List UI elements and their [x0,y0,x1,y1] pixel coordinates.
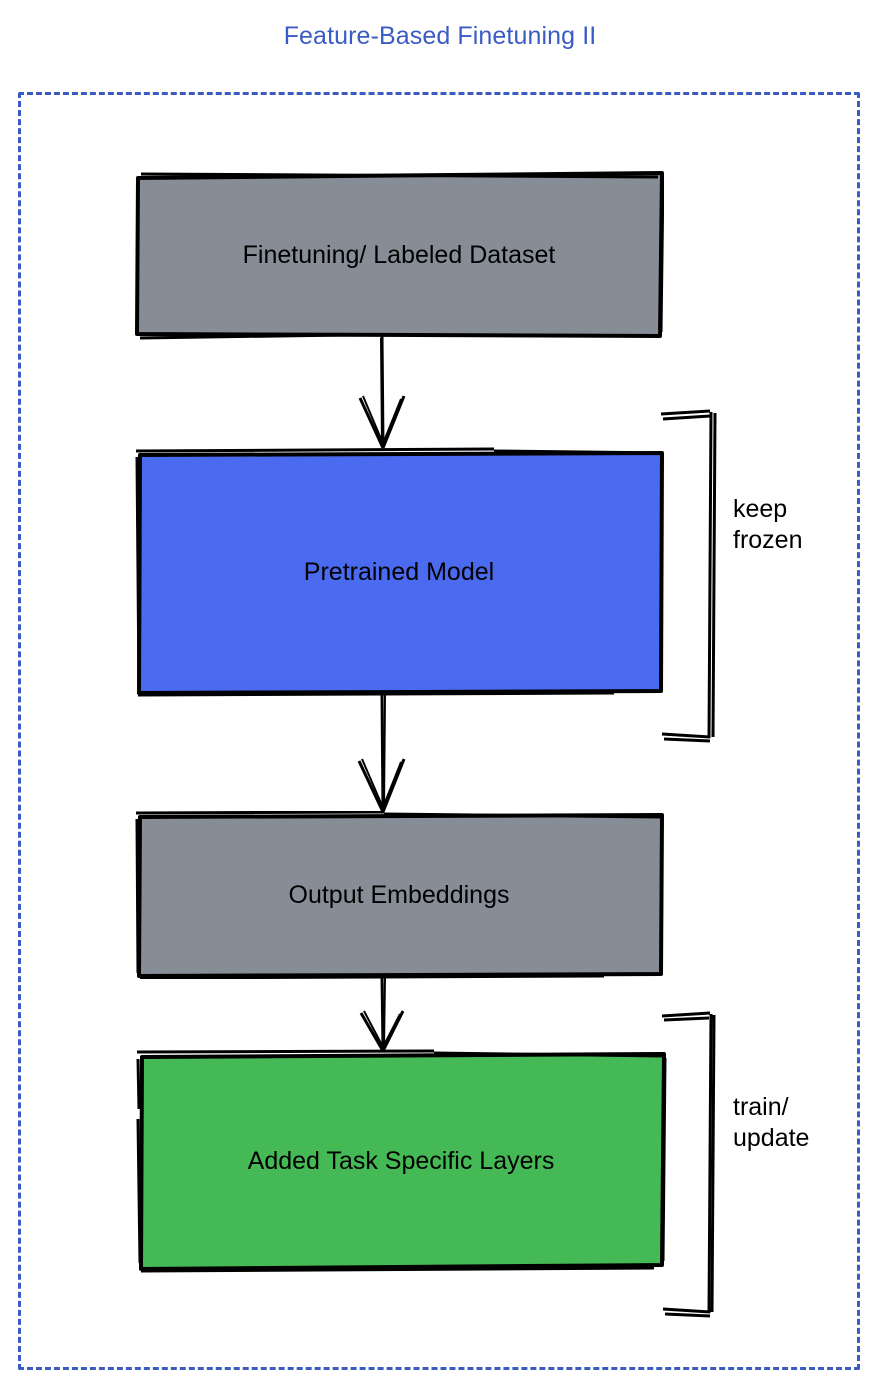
node-embeddings-label: Output Embeddings [288,881,510,909]
bracket-train-update [661,1011,716,1318]
page-title: Feature-Based Finetuning II [283,22,597,50]
arrow-pretrained-to-embeddings [357,693,406,813]
node-embeddings[interactable]: Output Embeddings [134,811,664,979]
node-dataset[interactable]: Finetuning/ Labeled Dataset [134,170,664,340]
annotation-keep-frozen: keep frozen [733,495,803,555]
node-pretrained[interactable]: Pretrained Model [134,447,664,697]
bracket-keep-frozen [660,409,717,743]
node-tasklayers[interactable]: Added Task Specific Layers [134,1049,668,1273]
node-pretrained-label: Pretrained Model [303,558,495,586]
node-tasklayers-label: Added Task Specific Layers [247,1147,555,1175]
annotation-train-update: train/ update [733,1093,810,1153]
arrow-embeddings-to-tasklayers [359,975,405,1052]
node-dataset-label: Finetuning/ Labeled Dataset [242,241,556,269]
diagram-outer-frame [18,92,860,1370]
arrow-dataset-to-pretrained [358,336,406,449]
